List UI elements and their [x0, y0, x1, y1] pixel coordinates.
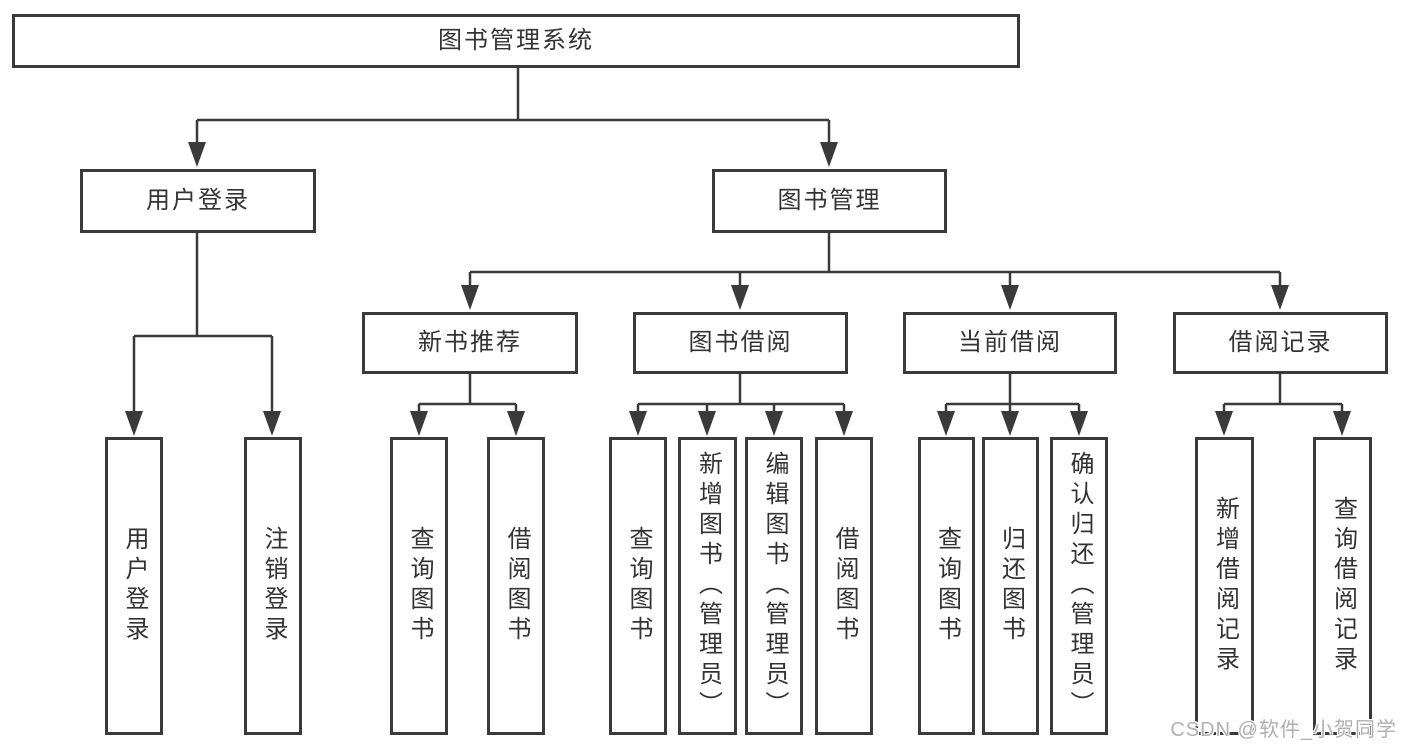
arrow-down-icon [731, 285, 749, 310]
arrow-down-icon [1001, 285, 1019, 310]
leaf-query-books: 查询图书 [609, 437, 667, 735]
node-root-system: 图书管理系统 [12, 14, 1020, 68]
arrow-down-icon [1271, 285, 1289, 310]
arrow-down-icon [765, 411, 783, 436]
arrow-down-icon [835, 411, 853, 436]
arrow-down-icon [1070, 411, 1088, 436]
leaf-logout: 注销登录 [244, 437, 302, 735]
leaf-add-book-admin: 新增图书（管理员） [678, 437, 737, 735]
leaf-edit-book-admin: 编辑图书（管理员） [745, 437, 803, 735]
node-new-book-recommend: 新书推荐 [362, 312, 578, 374]
leaf-confirm-return-admin: 确认归还（管理员） [1050, 437, 1108, 735]
csdn-watermark: CSDN @软件_小贺同学 [1170, 719, 1397, 741]
arrow-down-icon [461, 285, 479, 310]
arrow-down-icon [1001, 411, 1019, 436]
arrow-down-icon [1215, 411, 1233, 436]
leaf-query-books: 查询图书 [918, 437, 975, 735]
leaf-borrow-books: 借阅图书 [815, 437, 873, 735]
leaf-add-borrow-record: 新增借阅记录 [1195, 437, 1254, 735]
arrow-down-icon [698, 411, 716, 436]
node-borrowing-records: 借阅记录 [1173, 312, 1388, 374]
arrow-down-icon [410, 411, 428, 436]
arrow-down-icon [507, 411, 525, 436]
node-current-borrowing: 当前借阅 [903, 312, 1117, 374]
arrow-down-icon [937, 411, 955, 436]
arrow-down-icon [263, 411, 281, 436]
arrow-down-icon [1333, 411, 1351, 436]
node-user-login: 用户登录 [80, 169, 316, 233]
leaf-return-books: 归还图书 [982, 437, 1039, 735]
arrow-down-icon [629, 411, 647, 436]
node-book-management: 图书管理 [712, 169, 947, 233]
arrow-down-icon [820, 142, 838, 167]
leaf-user-login: 用户登录 [105, 437, 163, 735]
leaf-query-borrow-record: 查询借阅记录 [1313, 437, 1372, 735]
arrow-down-icon [125, 411, 143, 436]
arrowheads [125, 142, 1351, 436]
node-book-borrowing: 图书借阅 [633, 312, 848, 374]
arrow-down-icon [188, 142, 206, 167]
leaf-query-books: 查询图书 [390, 437, 448, 735]
leaf-borrow-books: 借阅图书 [487, 437, 545, 735]
